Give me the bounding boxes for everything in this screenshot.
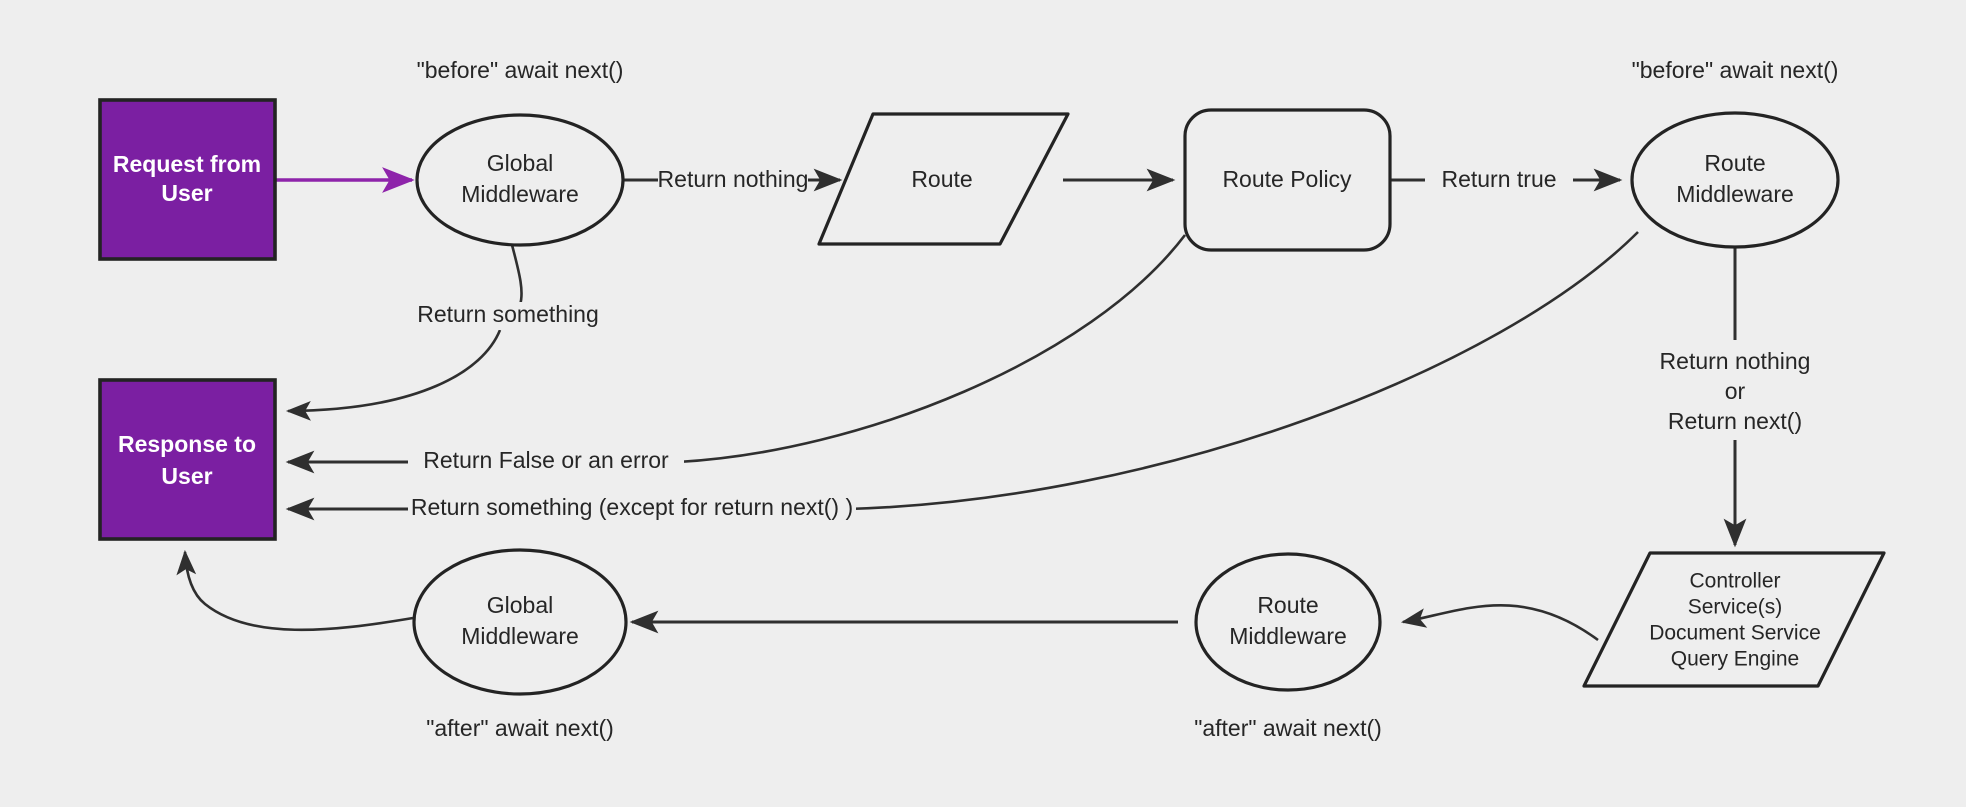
edge-controller-to-route-middleware-after (1400, 604, 1599, 642)
edge-label-global-return-nothing-text: Return nothing (658, 166, 809, 192)
controller-line-4: Query Engine (1671, 648, 1799, 671)
response-to-user-label-line1: Response to (118, 431, 256, 457)
edge-label-route-mw-pass-line2: or (1725, 378, 1746, 404)
edge-label-route-mw-return-something: Return something (except for return next… (408, 494, 856, 523)
edge-label-policy-return-false: Return False or an error (408, 447, 684, 476)
request-from-user-label-line1: Request from (113, 151, 261, 177)
route-label: Route (911, 166, 972, 192)
route-policy-label: Route Policy (1222, 166, 1352, 192)
node-route[interactable]: Route (817, 112, 1070, 246)
annotation-before-global-middleware: "before" await next() (417, 57, 624, 83)
node-route-middleware-before[interactable]: Route Middleware (1630, 111, 1840, 249)
controller-line-1: Controller (1689, 570, 1780, 593)
global-middleware-before-label-line1: Global (487, 150, 553, 176)
route-middleware-after-label-line1: Route (1257, 592, 1318, 618)
edge-label-policy-return-true: Return true (1425, 166, 1573, 194)
global-middleware-after-label-line1: Global (487, 592, 553, 618)
request-from-user-label-line2: User (161, 180, 212, 206)
edge-label-route-mw-pass-line3: Return next() (1668, 408, 1802, 434)
node-global-middleware-before[interactable]: Global Middleware (415, 113, 625, 247)
route-middleware-before-label-line1: Route (1704, 150, 1765, 176)
node-route-middleware-after[interactable]: Route Middleware (1194, 552, 1382, 692)
node-request-from-user[interactable]: Request from User (98, 98, 277, 261)
node-response-to-user[interactable]: Response to User (98, 378, 277, 541)
edge-label-global-return-something: Return something (412, 301, 610, 330)
edge-route-mw-return-something-curve (847, 231, 1639, 511)
node-global-middleware-after[interactable]: Global Middleware (412, 548, 628, 696)
controller-line-3: Document Service (1649, 622, 1821, 645)
edge-label-policy-return-false-text: Return False or an error (423, 447, 669, 473)
edge-label-route-mw-pass: Return nothing or Return next() (1640, 340, 1832, 440)
edge-label-policy-return-true-text: Return true (1441, 166, 1556, 192)
edge-global-return-something-lower (285, 329, 502, 421)
global-middleware-before-label-line2: Middleware (461, 181, 579, 207)
edge-global-return-something-upper (510, 244, 523, 306)
edge-label-global-return-nothing: Return nothing (658, 166, 809, 194)
edge-label-route-mw-return-something-text: Return something (except for return next… (411, 494, 853, 520)
global-middleware-after-label-line2: Middleware (461, 623, 579, 649)
response-to-user-label-line2: User (161, 463, 212, 489)
annotation-after-route-middleware: "after" await next() (1194, 715, 1382, 741)
controller-line-2: Service(s) (1688, 596, 1783, 619)
annotation-before-route-middleware: "before" await next() (1632, 57, 1839, 83)
node-route-policy[interactable]: Route Policy (1183, 108, 1392, 252)
node-controller[interactable]: Controller Service(s) Document Service Q… (1582, 551, 1886, 688)
edge-label-route-mw-pass-line1: Return nothing (1660, 348, 1811, 374)
route-middleware-after-label-line2: Middleware (1229, 623, 1347, 649)
edge-route-policy-return-false-curve (677, 234, 1187, 464)
edge-global-mw-after-to-response (176, 549, 414, 632)
annotation-after-global-middleware: "after" await next() (426, 715, 614, 741)
edge-label-global-return-something-text: Return something (417, 301, 599, 327)
route-middleware-before-label-line2: Middleware (1676, 181, 1794, 207)
